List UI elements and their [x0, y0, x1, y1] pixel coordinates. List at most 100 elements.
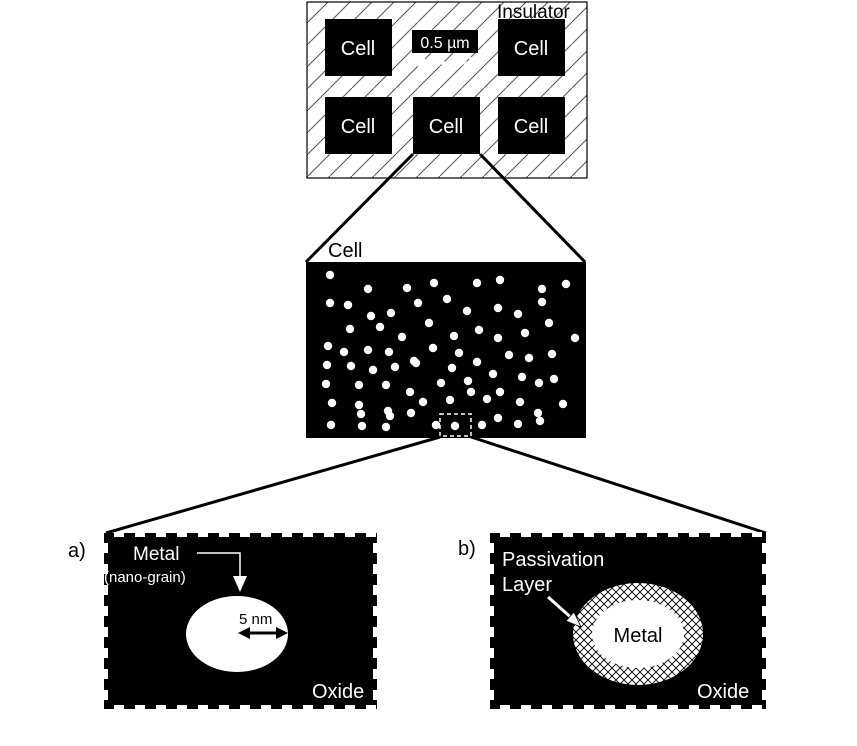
nano-grain-dot: [472, 357, 482, 367]
metal-label-b: Metal: [614, 625, 663, 647]
nano-grain-dot: [466, 387, 476, 397]
nano-grain-dot: [413, 298, 423, 308]
nano-grain-dot: [544, 318, 554, 328]
nano-grain-dot: [454, 348, 464, 358]
border-notch: [303, 532, 313, 537]
nano-grain-dot: [436, 378, 446, 388]
nano-grain-dot: [343, 300, 353, 310]
border-notch: [605, 705, 615, 710]
nano-grain-dot: [472, 278, 482, 288]
border-notch: [626, 532, 636, 537]
border-notch: [762, 585, 767, 595]
border-notch: [584, 532, 594, 537]
border-notch: [489, 585, 494, 595]
panel-a-tag: a): [68, 540, 86, 562]
border-notch: [521, 705, 531, 710]
border-notch: [373, 690, 378, 700]
nano-grain-dot: [534, 378, 544, 388]
cell-label: Cell: [514, 38, 548, 60]
border-notch: [762, 606, 767, 616]
nano-grain-dot: [346, 361, 356, 371]
border-notch: [366, 532, 376, 537]
border-notch: [731, 532, 741, 537]
border-notch: [626, 705, 636, 710]
cell-block: [325, 19, 392, 76]
border-notch: [373, 669, 378, 679]
passivation-label-line1: Passivation: [502, 549, 604, 571]
cell-label: Cell: [341, 38, 375, 60]
nano-grain-dot: [517, 372, 527, 382]
cell-block: [413, 97, 480, 154]
border-notch: [762, 564, 767, 574]
dashed-border-b: [489, 532, 767, 710]
border-notch: [240, 705, 250, 710]
nano-grain-dot: [549, 374, 559, 384]
metal-label-a: Metal: [133, 544, 179, 565]
nano-grain-dot: [449, 331, 459, 341]
nano-grain-dot: [397, 332, 407, 342]
metal-core-b: [592, 600, 684, 668]
zoom-lines-top: [304, 152, 587, 264]
nano-grain-dot: [339, 347, 349, 357]
border-notch: [542, 532, 552, 537]
border-notch: [605, 532, 615, 537]
border-notch: [542, 705, 552, 710]
border-notch: [103, 543, 108, 553]
border-notch: [156, 532, 166, 537]
nano-grain-dot: [537, 297, 547, 307]
nano-grain-dot: [381, 380, 391, 390]
nano-grain-dot: [354, 400, 364, 410]
cell-detail-panel: Cell: [306, 240, 586, 438]
border-notch: [373, 585, 378, 595]
nano-grain-dot: [513, 419, 523, 429]
spacing-arrow: [412, 56, 482, 70]
border-notch: [762, 690, 767, 700]
border-notch: [710, 705, 720, 710]
border-notch: [219, 705, 229, 710]
size-arrow-a: [238, 627, 288, 639]
nano-grain-dot: [537, 284, 547, 294]
border-notch: [282, 532, 292, 537]
nano-grain-dot: [411, 358, 421, 368]
metal-grain-a: [186, 596, 288, 672]
panel-b-tag: b): [458, 538, 476, 560]
nano-grain-dot: [558, 399, 568, 409]
passivation-label-line2: Layer: [502, 574, 552, 596]
border-notch: [373, 648, 378, 658]
nano-grain-dot: [321, 379, 331, 389]
nano-grain-dot: [323, 341, 333, 351]
border-notch: [689, 705, 699, 710]
nano-grain-dot: [418, 397, 428, 407]
border-notch: [668, 532, 678, 537]
panel-a: a) Metal (nano-grain) 5 nm Oxide: [68, 532, 378, 710]
border-notch: [500, 705, 510, 710]
border-notch: [324, 532, 334, 537]
nano-grain-dot: [495, 387, 505, 397]
nano-grain-dot: [445, 395, 455, 405]
border-notch: [521, 532, 531, 537]
nano-grain-dot: [390, 362, 400, 372]
border-notch: [114, 532, 124, 537]
nano-grain-dot: [493, 303, 503, 313]
border-notch: [135, 705, 145, 710]
nano-grain-dot: [386, 308, 396, 318]
border-notch: [752, 532, 762, 537]
nano-grain-dot: [354, 380, 364, 390]
nano-grain-dot: [547, 349, 557, 359]
nano-grain-dot: [493, 333, 503, 343]
size-label-a: 5 nm: [239, 611, 272, 628]
nano-grain-dot: [488, 369, 498, 379]
zoom-lines-bottom: [105, 435, 767, 535]
nano-grain-dot: [524, 353, 534, 363]
nano-grain-dot: [535, 416, 545, 426]
passivation-pointer-head: [565, 611, 582, 628]
border-notch: [563, 705, 573, 710]
zoom-selection-box: [439, 413, 472, 437]
border-notch: [647, 532, 657, 537]
nano-grain-dot: [533, 408, 543, 418]
nano-grain-dot: [520, 328, 530, 338]
oxide-label-a: Oxide: [312, 681, 364, 703]
metal-pointer-a: [197, 552, 241, 578]
nano-grain-dot: [326, 420, 336, 430]
cell-block: [498, 19, 565, 76]
